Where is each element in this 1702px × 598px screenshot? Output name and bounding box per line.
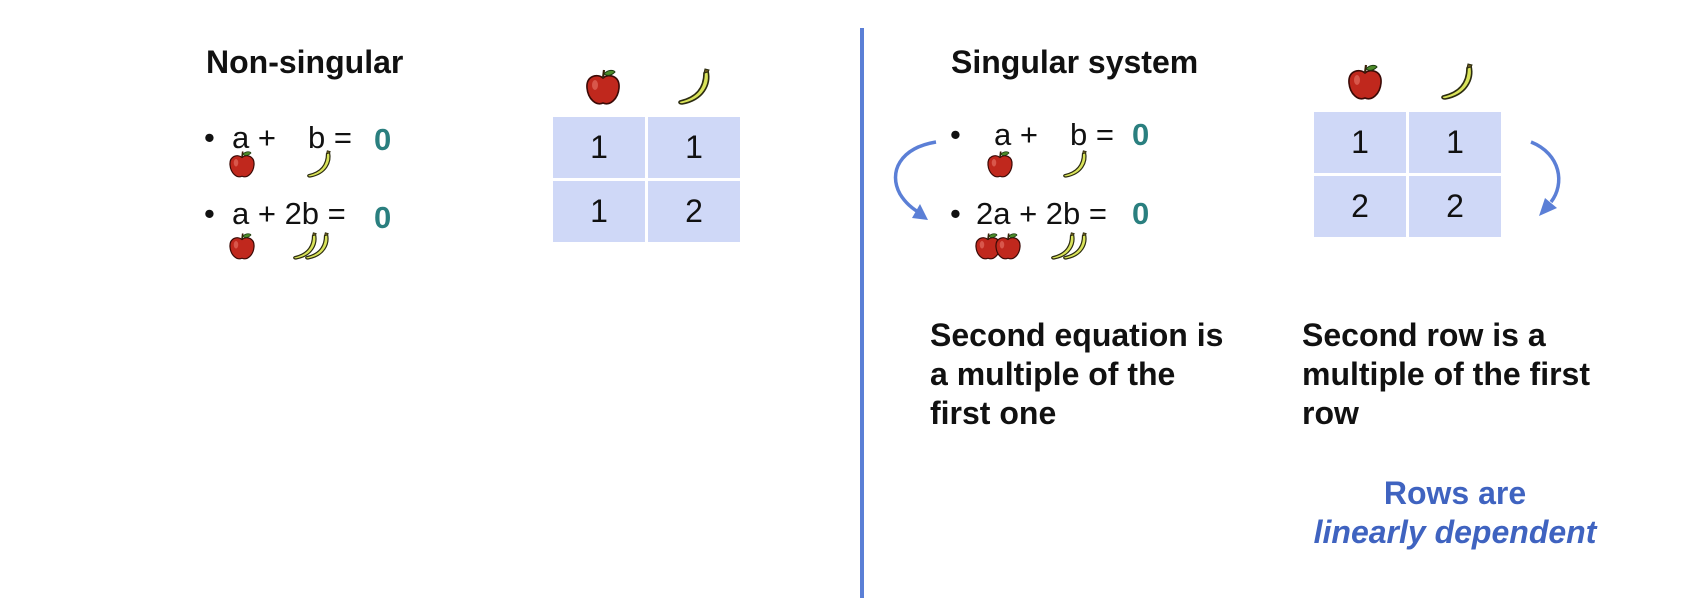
left-equation-1: • a + b = 0 (204, 120, 404, 160)
matrix-cell: 2 (1314, 176, 1406, 237)
rhs-zero: 0 (1132, 196, 1150, 231)
banana-icon (1437, 63, 1477, 103)
note-rows: Second row is a multiple of the first ro… (1302, 316, 1590, 433)
rhs-zero: 0 (374, 122, 392, 157)
matrix-cell: 1 (1314, 112, 1406, 173)
rhs-zero: 0 (1132, 117, 1150, 152)
banana-icon (1060, 232, 1090, 262)
matrix-cell: 1 (553, 117, 645, 178)
note-line: a multiple of the (930, 356, 1176, 392)
term-a-2b: a + 2b = (232, 196, 346, 231)
term-2a-2b: 2a + 2b = (976, 196, 1108, 231)
term-b: b = (1070, 117, 1114, 152)
note-line: row (1302, 395, 1359, 431)
note-line: Second equation is (930, 317, 1224, 353)
banana-icon (302, 232, 332, 262)
apple-icon (583, 68, 623, 108)
left-matrix: 1 1 1 2 (553, 117, 740, 242)
curved-arrow-icon (893, 140, 937, 220)
right-matrix: 1 1 2 2 (1314, 112, 1501, 237)
term-a: a + (232, 120, 276, 155)
apple-icon (985, 150, 1015, 180)
banana-icon (304, 150, 334, 180)
left-equation-2: • a + 2b = 0 (204, 196, 404, 236)
apple-icon (227, 150, 257, 180)
matrix-cell: 2 (1409, 176, 1501, 237)
right-equation-2: • 2a + 2b = 0 (950, 196, 1160, 236)
matrix-cell: 2 (648, 181, 740, 242)
matrix-cell: 1 (553, 181, 645, 242)
banana-icon (1060, 150, 1090, 180)
term-b: b = (308, 120, 352, 155)
note-line: Second row is a (1302, 317, 1546, 353)
rhs-zero: 0 (374, 200, 392, 235)
banana-icon (674, 68, 714, 108)
note-equations: Second equation is a multiple of the fir… (930, 316, 1223, 433)
bullet: • (204, 120, 215, 155)
curved-arrow-icon (1530, 140, 1561, 216)
conclusion-line-2: linearly dependent (1313, 514, 1597, 550)
left-title: Non-singular (206, 44, 404, 80)
matrix-cell: 1 (1409, 112, 1501, 173)
bullet: • (204, 196, 215, 231)
right-title: Singular system (951, 44, 1199, 80)
apple-icon (993, 232, 1023, 262)
conclusion: Rows are linearly dependent (1300, 474, 1610, 552)
note-line: first one (930, 395, 1057, 431)
matrix-cell: 1 (648, 117, 740, 178)
bullet: • (950, 196, 961, 231)
right-equation-1: • a + b = 0 (950, 117, 1160, 157)
apple-icon (227, 232, 257, 262)
conclusion-line-1: Rows are (1383, 475, 1527, 511)
bullet: • (950, 117, 961, 152)
apple-icon (1345, 63, 1385, 103)
note-line: multiple of the first (1302, 356, 1590, 392)
vertical-divider (860, 28, 864, 598)
term-a: a + (994, 117, 1038, 152)
